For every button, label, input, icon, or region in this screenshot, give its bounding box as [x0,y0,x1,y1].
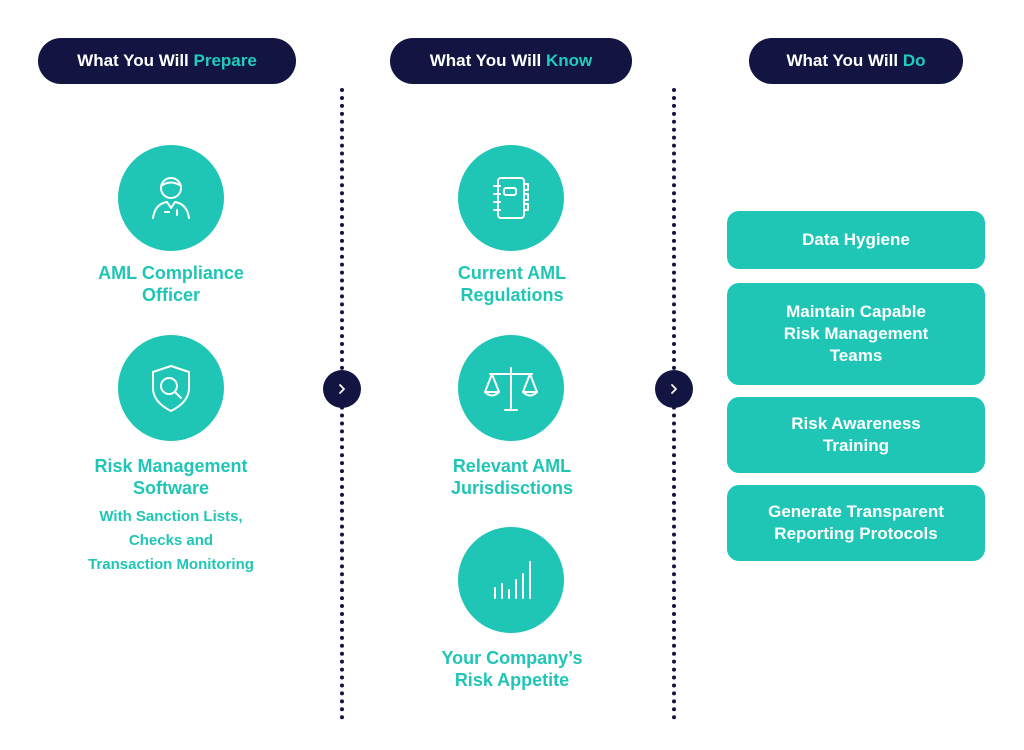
appetite-label: Your Company’s Risk Appetite [392,647,632,691]
software-label-line2: Software [132,478,210,498]
software-label-line1: Risk Management [94,456,248,476]
do-box-1-line1: Data Hygiene [802,230,910,249]
officer-icon [152,177,190,219]
software-sublabel: With Sanction Lists, Checks and Transact… [41,505,301,577]
header-do-accent: Do [902,51,926,70]
shield-circle [118,335,224,441]
regulations-label-line2: Regulations [460,285,564,305]
software-label: Risk Management Software [51,455,291,499]
officer-label-line2: Officer [141,285,201,305]
header-know: What You Will Know [390,38,632,84]
header-do-prefix: What You Will [786,51,903,70]
scales-icon [484,367,538,411]
notebook-icon [493,177,529,219]
do-box-data-hygiene: Data Hygiene [727,211,985,269]
do-box-2-line3: Teams [829,346,883,365]
chevron-right-icon [671,384,677,394]
header-do: What You Will Do [749,38,963,84]
software-sub-line2: Checks and [128,532,214,549]
header-prepare-accent: Prepare [193,51,257,70]
software-sub-line3: Transaction Monitoring [88,556,254,573]
jurisdictions-label: Relevant AML Jurisdisctions [392,455,632,499]
appetite-label-line2: Risk Appetite [454,670,570,690]
officer-label-line1: AML Compliance [98,263,244,283]
bar-chart-icon [494,561,531,599]
do-box-training: Risk Awareness Training [727,397,985,473]
jurisdictions-label-line2: Jurisdisctions [450,478,574,498]
do-box-2-line2: Risk Management [783,324,929,343]
arrow-right [655,370,693,408]
header-know-prefix: What You Will [429,51,547,70]
header-prepare-prefix: What You Will [77,51,194,70]
do-box-3-line1: Risk Awareness [791,414,921,433]
arrow-left [323,370,361,408]
do-box-2-line1: Maintain Capable [786,302,926,321]
jurisdictions-label-line1: Relevant AML [452,456,572,476]
header-know-accent: Know [546,51,593,70]
chart-circle [458,527,564,633]
do-box-teams: Maintain Capable Risk Management Teams [727,283,985,385]
notebook-circle [458,145,564,251]
officer-circle [118,145,224,251]
officer-label: AML Compliance Officer [51,262,291,306]
do-box-3-line2: Training [822,436,890,455]
do-box-4-line1: Generate Transparent [768,502,944,521]
header-prepare: What You Will Prepare [38,38,296,84]
do-box-4-line2: Reporting Protocols [774,524,938,543]
regulations-label: Current AML Regulations [392,262,632,306]
shield-search-icon [152,365,190,412]
scales-circle [458,335,564,441]
regulations-label-line1: Current AML [457,263,567,283]
software-sub-line1: With Sanction Lists, [99,508,243,525]
chevron-right-icon [339,384,345,394]
do-box-reporting: Generate Transparent Reporting Protocols [727,485,985,561]
appetite-label-line1: Your Company’s [441,648,583,668]
